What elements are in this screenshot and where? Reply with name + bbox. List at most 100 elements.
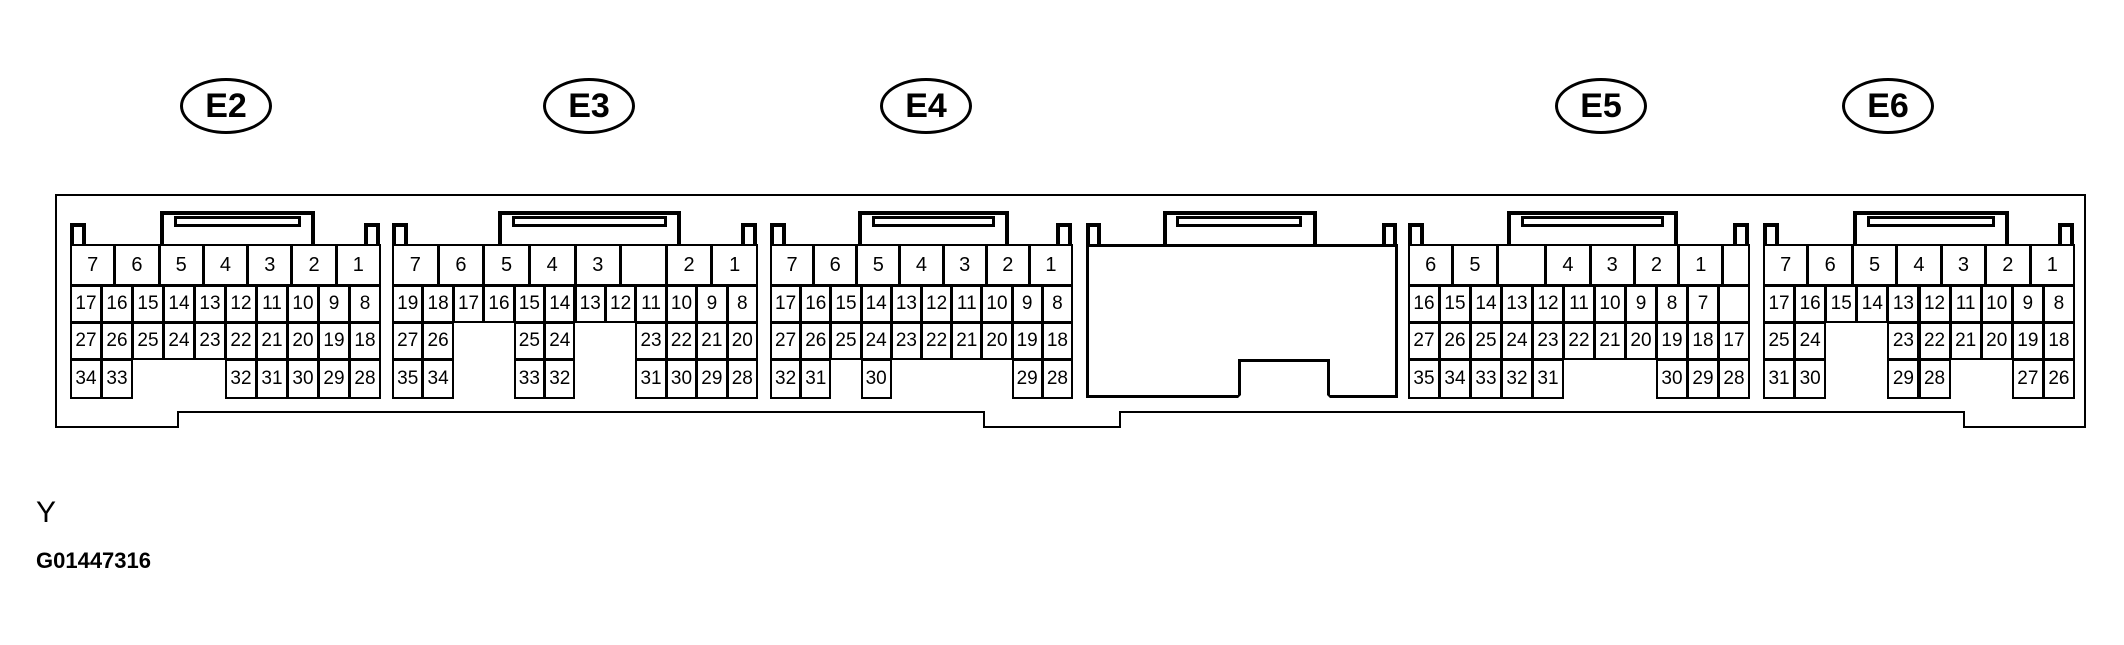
pin-22: 22 <box>921 322 953 360</box>
pin-9: 9 <box>1011 285 1043 323</box>
pin-29: 29 <box>1687 359 1719 399</box>
pin-24: 24 <box>1794 322 1827 360</box>
pin-20: 20 <box>726 322 758 360</box>
pin-23: 23 <box>635 322 667 360</box>
pin-25: 25 <box>1763 322 1796 360</box>
pin-4: 4 <box>528 244 576 286</box>
pin-34: 34 <box>422 359 454 399</box>
guide-post-right <box>2058 223 2074 246</box>
pin-6: 6 <box>813 244 858 286</box>
pin-28: 28 <box>1918 359 1951 399</box>
pin-17: 17 <box>452 285 485 323</box>
pin-26: 26 <box>422 322 454 360</box>
pin-11: 11 <box>1563 285 1595 323</box>
pin-28: 28 <box>1718 359 1750 399</box>
pin-33: 33 <box>513 359 546 399</box>
pin-32: 32 <box>544 359 576 399</box>
pin-20: 20 <box>1625 322 1657 360</box>
pin-7: 7 <box>1763 244 1809 286</box>
pin-19: 19 <box>392 285 424 323</box>
pin-12: 12 <box>921 285 953 323</box>
pin-3: 3 <box>1589 244 1635 286</box>
guide-post-left <box>1763 223 1779 246</box>
pin-26: 26 <box>800 322 832 360</box>
pin-21: 21 <box>1594 322 1626 360</box>
pin-15: 15 <box>132 285 164 323</box>
pin-17: 17 <box>770 285 802 323</box>
guide-post-left <box>1408 223 1424 246</box>
housing-tab-left <box>55 411 179 428</box>
connector-label-e2: E2 <box>180 78 272 134</box>
pin-30: 30 <box>665 359 698 399</box>
pin-12: 12 <box>225 285 257 323</box>
pin-20: 20 <box>287 322 319 360</box>
locking-tab-slot <box>872 216 995 227</box>
connector-label-e3: E3 <box>543 78 635 134</box>
pin-31: 31 <box>256 359 288 399</box>
pin-27: 27 <box>1408 322 1440 360</box>
pin-1: 1 <box>2029 244 2075 286</box>
pin-7: 7 <box>392 244 439 286</box>
pin-26: 26 <box>101 322 133 360</box>
pin-12: 12 <box>604 285 637 323</box>
pin-15: 15 <box>1439 285 1471 323</box>
pin-30: 30 <box>1794 359 1827 399</box>
pin-32: 32 <box>770 359 802 399</box>
pin-21: 21 <box>256 322 288 360</box>
pin-17: 17 <box>70 285 102 323</box>
pin-14: 14 <box>1470 285 1502 323</box>
pin-16: 16 <box>800 285 832 323</box>
pin-31: 31 <box>800 359 832 399</box>
connector-label-e5: E5 <box>1555 78 1647 134</box>
pin-27: 27 <box>392 322 424 360</box>
pin-10: 10 <box>1594 285 1626 323</box>
pin-9: 9 <box>696 285 728 323</box>
pin-18: 18 <box>349 322 381 360</box>
pin-22: 22 <box>225 322 257 360</box>
pin-1: 1 <box>335 244 381 286</box>
pin-13: 13 <box>1887 285 1920 323</box>
pin-27: 27 <box>770 322 802 360</box>
pin-19: 19 <box>318 322 350 360</box>
guide-post-right <box>1382 223 1397 246</box>
pin-24: 24 <box>544 322 576 360</box>
pin-empty <box>620 244 667 286</box>
pin-31: 31 <box>1763 359 1796 399</box>
pin-32: 32 <box>1501 359 1533 399</box>
pin-19: 19 <box>1011 322 1043 360</box>
connector-label-e6: E6 <box>1842 78 1934 134</box>
pin-13: 13 <box>890 285 922 323</box>
pin-18: 18 <box>2042 322 2075 360</box>
pin-5: 5 <box>1851 244 1898 286</box>
pin-30: 30 <box>860 359 892 399</box>
pin-9: 9 <box>318 285 350 323</box>
pin-24: 24 <box>1501 322 1533 360</box>
pin-empty <box>1496 244 1547 286</box>
pin-29: 29 <box>318 359 350 399</box>
pin-5: 5 <box>856 244 901 286</box>
pin-7: 7 <box>1687 285 1719 323</box>
guide-post-left <box>392 223 408 246</box>
pin-8: 8 <box>726 285 758 323</box>
pin-13: 13 <box>1501 285 1533 323</box>
pin-14: 14 <box>860 285 892 323</box>
pin-10: 10 <box>287 285 319 323</box>
pin-27: 27 <box>2011 359 2044 399</box>
pin-11: 11 <box>256 285 288 323</box>
pin-15: 15 <box>513 285 546 323</box>
pin-6: 6 <box>437 244 485 286</box>
pin-23: 23 <box>194 322 226 360</box>
pin-26: 26 <box>1439 322 1471 360</box>
pin-3: 3 <box>247 244 293 286</box>
pin-1: 1 <box>1028 244 1073 286</box>
pin-5: 5 <box>1452 244 1498 286</box>
pin-8: 8 <box>1656 285 1688 323</box>
pin-8: 8 <box>1041 285 1073 323</box>
pin-27: 27 <box>70 322 102 360</box>
pin-28: 28 <box>349 359 381 399</box>
guide-post-right <box>1056 223 1072 246</box>
pin-14: 14 <box>163 285 195 323</box>
pin-29: 29 <box>1887 359 1920 399</box>
pin-34: 34 <box>70 359 102 399</box>
